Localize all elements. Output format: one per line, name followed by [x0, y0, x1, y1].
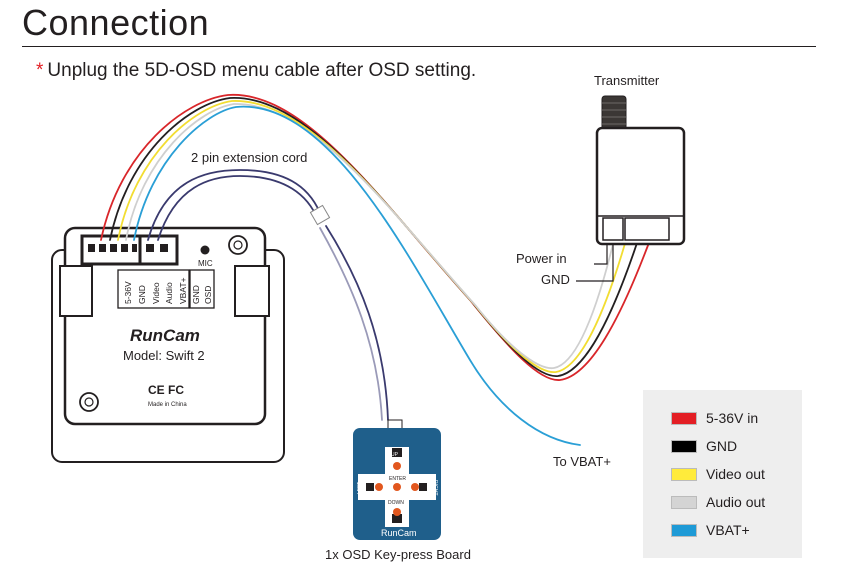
legend-label: 5-36V in — [706, 410, 759, 426]
camera-left-tab — [59, 265, 93, 317]
legend-item: Audio out — [671, 492, 765, 512]
gnd-label: GND — [541, 272, 570, 287]
legend-swatch-blue — [671, 523, 697, 537]
camera-model: Model: Swift 2 — [123, 348, 205, 363]
note-text: Unplug the 5D-OSD menu cable after OSD s… — [47, 60, 477, 81]
camera-case — [63, 226, 267, 426]
camera-right-tab — [234, 265, 270, 317]
right-label: RIGHT — [432, 480, 438, 496]
enter-label: ENTER — [389, 476, 406, 482]
left-label: LEFT — [357, 482, 363, 494]
keypad-brand: RunCam — [381, 528, 417, 538]
legend-item: GND — [671, 436, 737, 456]
keypress-board-label: 1x OSD Key-press Board — [325, 547, 471, 562]
camera-brand: RunCam — [130, 326, 200, 345]
title-divider — [22, 46, 816, 47]
power-in-label: Power in — [516, 251, 567, 266]
up-label: UP — [391, 452, 399, 458]
pin-label: Video — [151, 282, 161, 304]
to-vbat-label: To VBAT+ — [553, 454, 611, 469]
pin-label-box-main — [117, 269, 190, 309]
note-asterisk: * — [36, 60, 44, 81]
left-button[interactable] — [375, 483, 383, 491]
page-title: Connection — [22, 2, 210, 43]
pin-label: 5-36V — [123, 281, 133, 304]
pin-label: Audio — [164, 282, 174, 304]
pin-label: GND — [137, 285, 147, 304]
legend-swatch-red — [671, 411, 697, 425]
legend-label: Video out — [706, 466, 765, 482]
down-label: DOWN — [388, 500, 404, 506]
av-socket — [624, 217, 670, 241]
legend-item: Video out — [671, 464, 765, 484]
wire-legend: 5-36V in GND Video out Audio out VBAT+ — [643, 390, 802, 558]
unplug-note: *Unplug the 5D-OSD menu cable after OSD … — [36, 60, 476, 82]
cert-marks: CE FC — [148, 383, 184, 397]
legend-label: VBAT+ — [706, 522, 750, 538]
pin-label-box-osd — [189, 269, 215, 309]
right-button[interactable] — [411, 483, 419, 491]
wire-blue — [133, 106, 581, 446]
legend-item: 5-36V in — [671, 408, 758, 428]
extension-cord-label: 2 pin extension cord — [191, 150, 307, 165]
legend-swatch-black — [671, 439, 697, 453]
legend-swatch-white — [671, 495, 697, 509]
pin-label: GND — [191, 285, 201, 304]
made-in: Made in China — [148, 402, 187, 408]
down-button[interactable] — [393, 508, 401, 516]
legend-item: VBAT+ — [671, 520, 750, 540]
keypress-board: UP ENTER DOWN LEFT RIGHT RunCam — [353, 419, 441, 540]
power-socket — [602, 217, 624, 241]
legend-label: GND — [706, 438, 738, 454]
mic-label: MIC — [198, 259, 213, 268]
legend-swatch-yellow — [671, 467, 697, 481]
camera-body: MIC 5-36V GND Video Audio VBAT+ GND OSD … — [51, 226, 285, 463]
pin-label: OSD — [203, 286, 213, 304]
main-harness — [100, 94, 651, 446]
enter-button[interactable] — [393, 483, 401, 491]
transmitter — [576, 95, 686, 282]
pin-label: VBAT+ — [178, 277, 188, 304]
up-button[interactable] — [393, 462, 401, 470]
cord-connector — [309, 204, 331, 226]
mic-hole — [200, 245, 210, 255]
extension-cord — [147, 169, 389, 421]
wire-white — [125, 103, 615, 370]
transmitter-label: Transmitter — [594, 73, 660, 88]
transmitter-body — [595, 126, 686, 246]
legend-label: Audio out — [706, 494, 766, 510]
